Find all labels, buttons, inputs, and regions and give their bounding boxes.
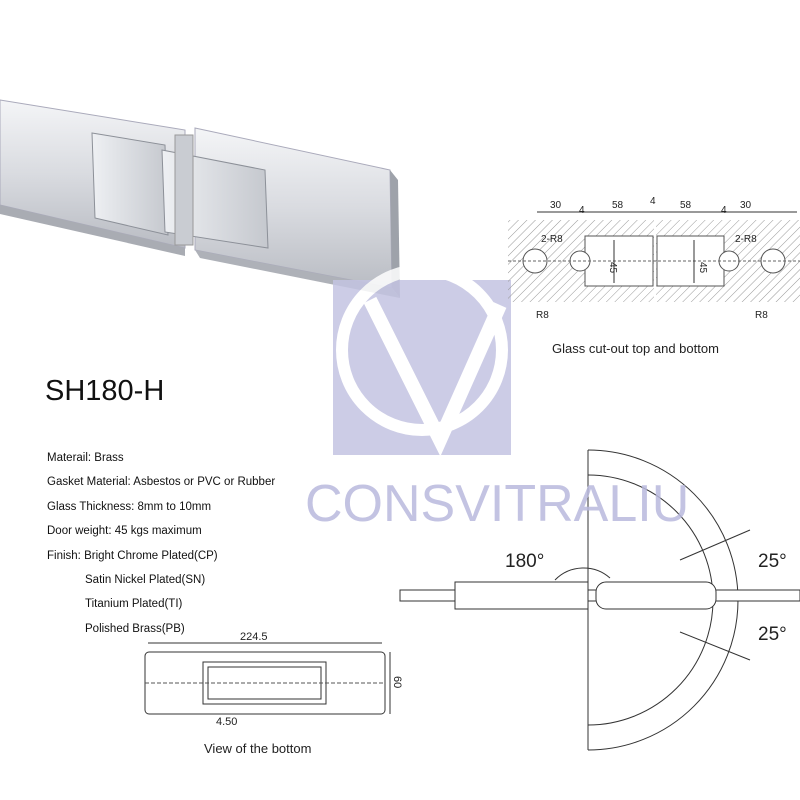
spec-material: Materail: Brass [47, 452, 124, 464]
finish-option: Satin Nickel Plated(SN) [85, 574, 206, 587]
watermark-logo [333, 264, 511, 457]
dim-length: 224.5 [240, 631, 268, 643]
bottom-view-drawing: 224.5 60 4.50 [144, 631, 403, 728]
dim-4-left: 4 [579, 205, 585, 216]
hinge-photo [0, 99, 400, 298]
bottom-view-caption: View of the bottom [204, 741, 312, 756]
dim-45-left: 45 [607, 262, 618, 274]
dim-2r8-right: 2-R8 [735, 234, 757, 245]
finish-option: Titanium Plated(TI) [85, 598, 183, 611]
angle-25-up: 25° [758, 551, 787, 572]
dim-height: 60 [391, 676, 403, 688]
dim-2r8-left: 2-R8 [541, 234, 563, 245]
finish-option: Polished Brass(PB) [85, 622, 185, 635]
rotation-diagram: 180° 25° 25° [399, 449, 800, 751]
dim-58-left: 58 [612, 200, 624, 211]
dim-4-right: 4 [721, 205, 727, 216]
cutout-caption: Glass cut-out top and bottom [552, 341, 719, 356]
dim-58-right: 58 [680, 200, 692, 211]
dim-4-center: 4 [650, 196, 656, 207]
dim-45-right: 45 [697, 262, 708, 274]
model-number: SH180-H [45, 375, 165, 407]
spec-gasket: Gasket Material: Asbestos or PVC or Rubb… [47, 476, 276, 489]
spec-glass-thickness: Glass Thickness: 8mm to 10mm [47, 500, 212, 513]
angle-180: 180° [505, 551, 544, 572]
dim-r8-right: R8 [755, 310, 768, 321]
dim-r8-left: R8 [536, 310, 549, 321]
watermark-text: CONSVITRALIU [305, 475, 690, 533]
dim-gap: 4.50 [216, 716, 237, 728]
dim-30-left: 30 [550, 200, 562, 211]
spec-list: Materail: Brass Gasket Material: Asbesto… [47, 446, 275, 641]
spec-door-weight: Door weight: 45 kgs maximum [47, 525, 202, 538]
spec-finish: Finish: Bright Chrome Plated(CP) [47, 549, 218, 562]
dim-30-right: 30 [740, 200, 752, 211]
glass-cutout-drawing: 30 4 58 4 58 4 30 45 45 2-R8 2-R8 R8 R8 [508, 196, 800, 321]
angle-25-down: 25° [758, 624, 787, 645]
